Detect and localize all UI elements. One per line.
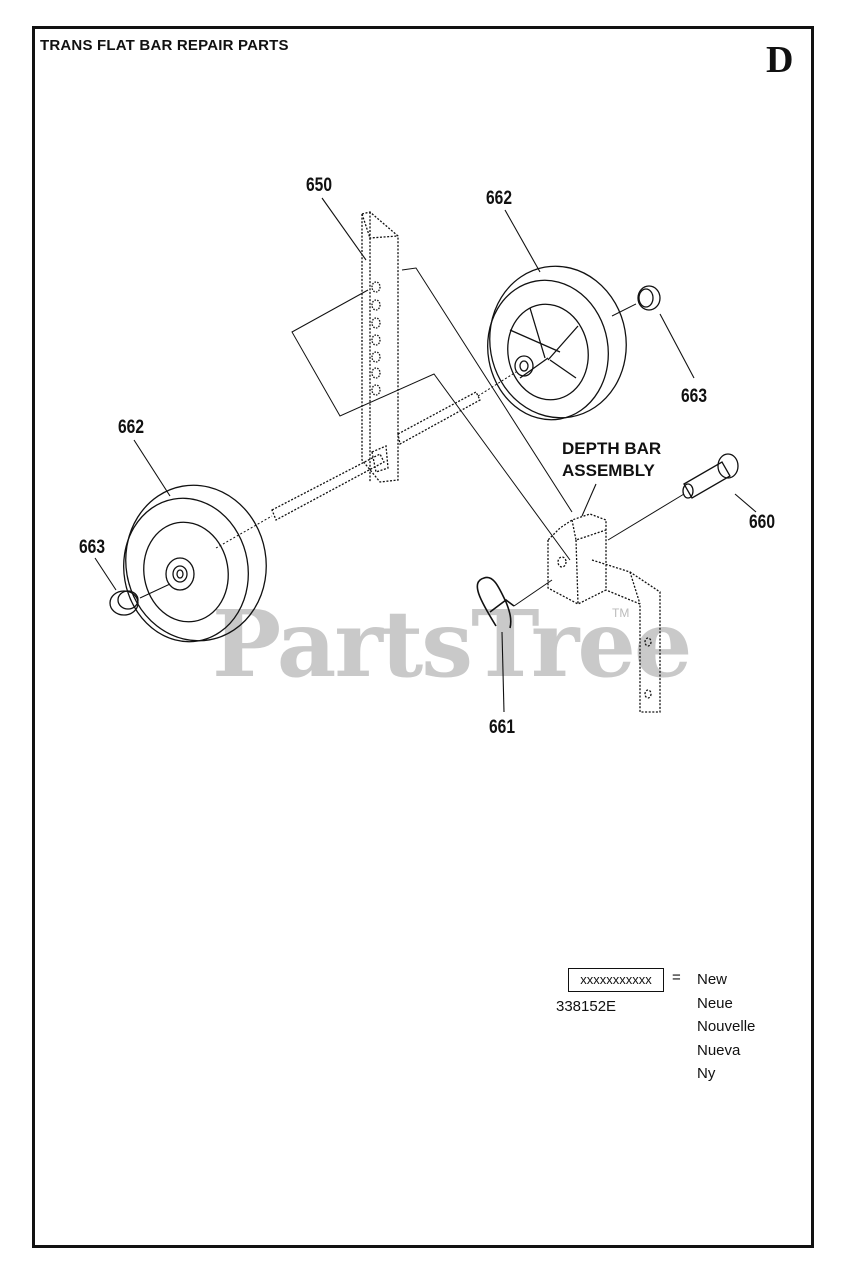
wheel-right-662	[477, 265, 627, 421]
callout-662-left: 662	[118, 417, 144, 438]
legend-word-en: New	[697, 971, 728, 988]
axle	[271, 391, 481, 521]
callout-650: 650	[306, 175, 332, 196]
callout-661: 661	[489, 717, 515, 738]
section-letter: D	[766, 39, 794, 81]
callout-660: 660	[749, 512, 775, 533]
hub-cap-right-663	[611, 285, 661, 317]
assembly-guide-lines	[291, 267, 573, 561]
legend-word-no: Ny	[697, 1065, 716, 1082]
wheel-left-662	[123, 484, 267, 643]
hub-cap-left-663	[109, 583, 171, 616]
watermark-text: PartsTree	[212, 590, 692, 698]
legend-part-number-box: xxxxxxxxxxx	[568, 968, 664, 992]
legend-words: New Neue Nouvelle Nueva Ny	[697, 968, 755, 1086]
watermark-tm: TM	[612, 606, 630, 620]
depth-bar-650	[361, 211, 399, 483]
hairpin-clip-661	[476, 576, 553, 629]
page-title: TRANS FLAT BAR REPAIR PARTS	[40, 37, 289, 54]
depth-bar-holes	[371, 281, 381, 396]
leader-lines	[94, 197, 757, 713]
legend-word-de: Neue	[697, 994, 733, 1012]
legend-code: 338152E	[556, 998, 617, 1015]
callout-662-top: 662	[486, 188, 512, 209]
assembly-label-line1: DEPTH BAR	[562, 439, 662, 458]
callout-663-right: 663	[681, 386, 707, 407]
page-border	[32, 26, 814, 1248]
legend-word-fr: Nouvelle	[697, 1018, 756, 1035]
depth-bar-assembly-label: DEPTH BAR ASSEMBLY	[562, 438, 661, 482]
callout-663-left: 663	[79, 537, 105, 558]
depth-bar-bracket	[547, 513, 661, 713]
legend-equals: =	[672, 969, 681, 986]
assembly-label-line2: ASSEMBLY	[562, 461, 655, 480]
clevis-pin-660	[607, 453, 739, 541]
legend-word-es: Nueva	[697, 1041, 741, 1059]
